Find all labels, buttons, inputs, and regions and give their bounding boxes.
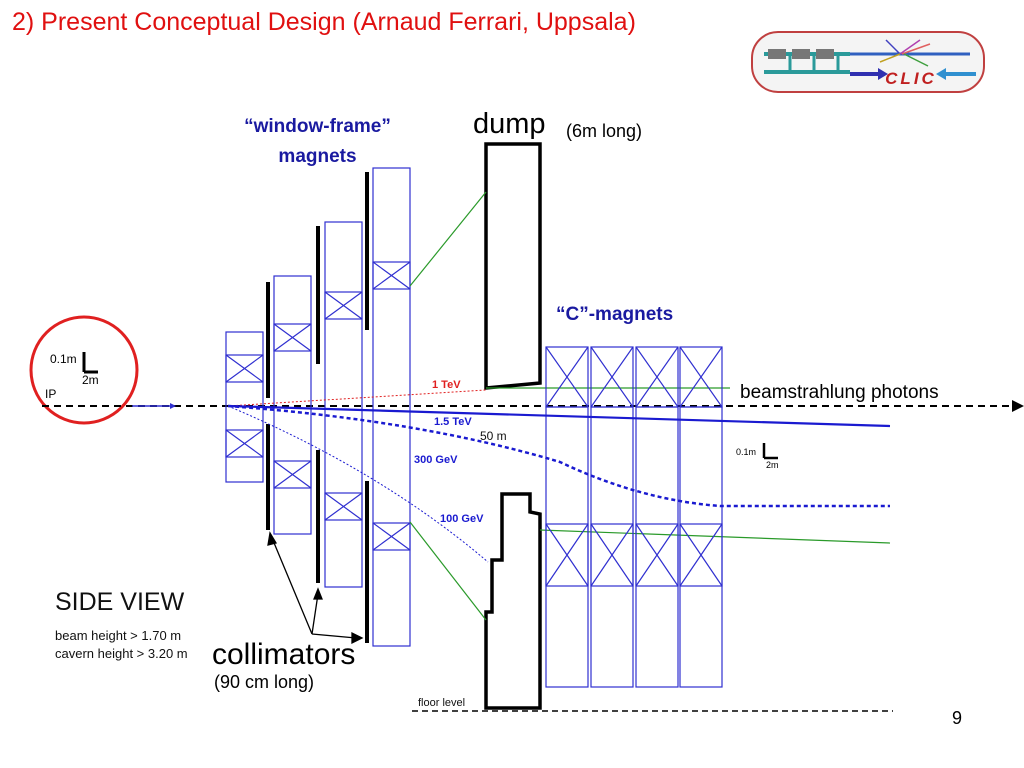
beamstrahlung-label: beamstrahlung photons bbox=[740, 382, 939, 403]
dump-upper bbox=[484, 142, 542, 390]
page-number: 9 bbox=[952, 708, 963, 728]
scale-bar-left: 0.1m 2m bbox=[50, 352, 99, 387]
beam-100gev bbox=[227, 405, 489, 563]
collimators-length-label: (90 cm long) bbox=[214, 672, 315, 692]
beam-1tev bbox=[227, 389, 487, 407]
label-300gev: 300 GeV bbox=[414, 454, 458, 466]
slide-title: 2) Present Conceptual Design (Arnaud Fer… bbox=[12, 8, 636, 36]
clic-logo-text: CLIC bbox=[885, 69, 937, 88]
dump-length-label: (6m long) bbox=[566, 121, 643, 141]
green-envelope-lines bbox=[409, 191, 891, 621]
label-1tev: 1 TeV bbox=[432, 379, 461, 391]
scale-h-label: 2m bbox=[82, 373, 99, 387]
svg-text:0.1m: 0.1m bbox=[736, 447, 756, 457]
label-1-5tev: 1.5 TeV bbox=[434, 416, 472, 428]
window-frame-magnets bbox=[225, 167, 411, 647]
cavern-height-label: cavern height > 3.20 m bbox=[55, 646, 188, 661]
c-magnets-label: “C”-magnets bbox=[556, 304, 674, 325]
ip-highlight-circle bbox=[29, 315, 139, 425]
collimator-bars bbox=[266, 172, 369, 643]
label-100gev: 100 GeV bbox=[440, 513, 484, 525]
svg-text:2m: 2m bbox=[766, 460, 779, 470]
beam-height-label: beam height > 1.70 m bbox=[55, 628, 182, 643]
floor-level-label: floor level bbox=[418, 697, 465, 709]
side-view-title: SIDE VIEW bbox=[55, 588, 185, 616]
beam-300gev bbox=[227, 404, 890, 508]
scale-v-label: 0.1m bbox=[50, 352, 77, 366]
distance-label: 50 m bbox=[480, 429, 507, 443]
window-frame-magnets-label: “window-frame” magnets bbox=[244, 116, 391, 167]
collimator-arrows bbox=[267, 531, 364, 645]
scale-bar-right: 0.1m 2m bbox=[736, 443, 779, 470]
dump-lower bbox=[484, 492, 542, 710]
clic-logo: CLIC bbox=[750, 30, 986, 94]
beam-1-5tev bbox=[227, 404, 891, 428]
beam-axis-arrowhead bbox=[1012, 400, 1024, 412]
ip-label: IP bbox=[45, 387, 56, 401]
dump-label: dump bbox=[473, 108, 546, 140]
collimators-label: collimators bbox=[212, 638, 356, 671]
c-magnets bbox=[545, 346, 723, 688]
